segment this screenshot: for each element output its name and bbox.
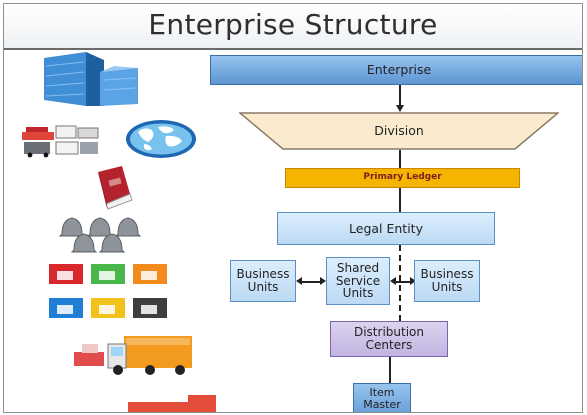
connector-legal-distribution	[399, 245, 401, 321]
globe-icon	[126, 120, 196, 158]
connector-distribution-item	[389, 357, 391, 383]
item-master-line2: Master	[363, 397, 401, 411]
connector-enterprise-division	[399, 85, 401, 107]
shared-service-units-node: Shared Service Units	[326, 257, 390, 305]
slide-title: Enterprise Structure	[148, 8, 438, 41]
connector-ledger-legal	[399, 188, 401, 212]
vehicles-icon	[22, 125, 99, 158]
business-units-left-line1: Business	[236, 267, 290, 282]
division-label: Division	[374, 123, 424, 139]
primary-ledger-node: Primary Ledger	[285, 168, 520, 188]
connector-division-ledger	[399, 150, 401, 168]
cut-off-icon	[128, 395, 216, 412]
colored-buildings-icon	[49, 264, 167, 318]
business-units-right-node: Business Units	[414, 260, 480, 302]
item-master-node: Item Master	[353, 383, 411, 412]
shared-service-line2: Service	[335, 273, 381, 288]
distribution-line1: Distribution	[353, 325, 424, 340]
bells-icon	[58, 217, 142, 253]
truck-icon	[74, 336, 192, 375]
office-building-icon	[44, 52, 138, 106]
business-units-left-line2: Units	[247, 280, 279, 294]
distribution-centers-node: Distribution Centers	[330, 321, 448, 357]
business-units-right-line1: Business	[420, 267, 474, 282]
title-band: Enterprise Structure	[4, 4, 582, 50]
item-master-line1: Item	[369, 386, 395, 399]
shared-service-line3: Units	[342, 286, 374, 301]
shared-service-line1: Shared	[336, 261, 380, 276]
connector-shared-bu-right	[396, 281, 412, 283]
ledger-book-icon	[98, 166, 133, 210]
business-units-right-line2: Units	[431, 280, 463, 294]
business-units-left-node: Business Units	[230, 260, 296, 302]
division-node	[239, 112, 559, 150]
legal-entity-node: Legal Entity	[277, 212, 495, 245]
enterprise-node: Enterprise	[210, 55, 582, 85]
connector-bu-left-shared	[302, 281, 322, 283]
distribution-line2: Centers	[365, 338, 413, 352]
slide: Enterprise Structure	[3, 3, 583, 413]
